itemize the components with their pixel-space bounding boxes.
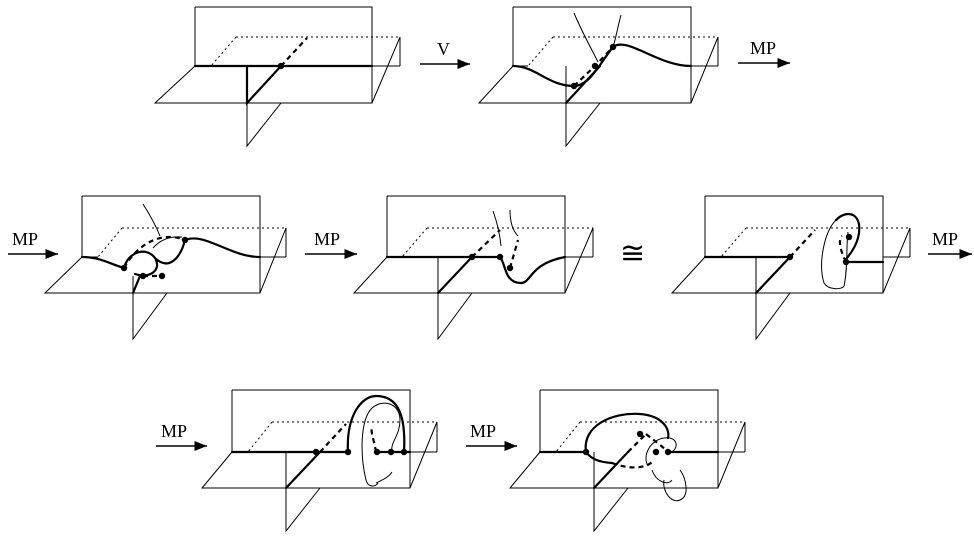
arrow-mp-2: MP (8, 229, 58, 260)
arrow-label-mp-2: MP (12, 229, 38, 249)
arrow-v: V (420, 39, 470, 70)
diagram-panel-6 (200, 389, 438, 533)
arrow-mp-1: MP (738, 38, 790, 69)
diagram-panel-7 (508, 389, 746, 533)
arrow-mp-6: MP (466, 421, 517, 452)
arrow-mp-5: MP (156, 421, 207, 452)
diagram-panel-1 (153, 6, 401, 148)
arrow-label-mp-4: MP (932, 229, 958, 249)
diagram-panel-3 (43, 195, 287, 341)
arrow-label-mp-6: MP (470, 421, 496, 441)
arrow-label-mp-1: MP (750, 38, 776, 58)
diagram-panel-4 (352, 195, 594, 341)
diagram-panel-5 (670, 195, 911, 341)
arrow-label-mp-3: MP (314, 229, 340, 249)
arrow-label-mp-5: MP (161, 421, 187, 441)
arrow-mp-4: MP (928, 229, 972, 260)
diagram-panel-2 (477, 6, 719, 148)
arrow-label-v: V (437, 39, 450, 59)
arrow-mp-3: MP (305, 229, 357, 260)
equiv-symbol: ≅ (620, 237, 645, 270)
